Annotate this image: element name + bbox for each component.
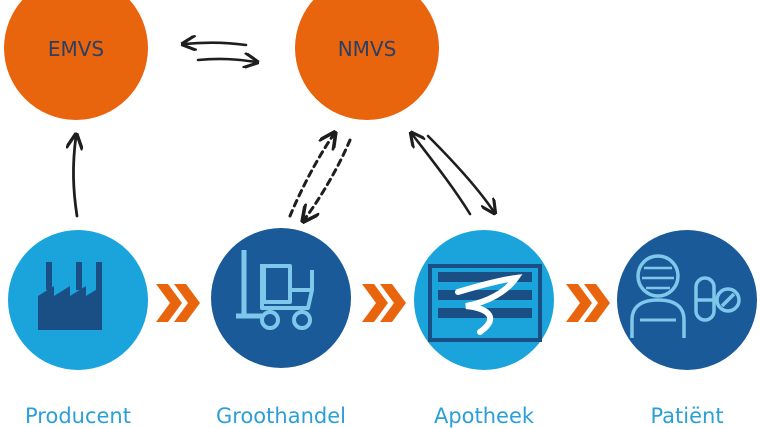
pharmacy-icon bbox=[428, 264, 542, 342]
nmvs-label: NMVS bbox=[338, 37, 397, 61]
groothandel-nmvs-dashed-arrows bbox=[288, 134, 352, 220]
stage-label-groothandel: Groothandel bbox=[216, 404, 346, 428]
patient-icon bbox=[630, 254, 741, 338]
stage-label-producent: Producent bbox=[25, 404, 131, 428]
chevron-2 bbox=[362, 284, 406, 322]
emvs-nmvs-exchange-arrows bbox=[184, 43, 256, 62]
forklift-icon bbox=[236, 250, 314, 330]
producent-to-emvs-arrow bbox=[73, 136, 77, 218]
stage-label-apotheek: Apotheek bbox=[433, 404, 535, 428]
chevron-1 bbox=[156, 284, 200, 322]
stage-apotheek bbox=[414, 230, 554, 370]
nmvs-node: NMVS bbox=[295, 0, 439, 120]
factory-icon bbox=[38, 262, 102, 330]
emvs-node: EMVS bbox=[4, 0, 148, 120]
emvs-label: EMVS bbox=[48, 37, 104, 61]
stage-label-patient: Patiënt bbox=[650, 404, 724, 428]
stage-groothandel bbox=[211, 228, 351, 368]
apotheek-nmvs-arrows bbox=[412, 134, 494, 214]
stage-producent bbox=[8, 230, 148, 370]
stage-patient bbox=[617, 230, 757, 370]
chevron-3 bbox=[566, 284, 610, 322]
